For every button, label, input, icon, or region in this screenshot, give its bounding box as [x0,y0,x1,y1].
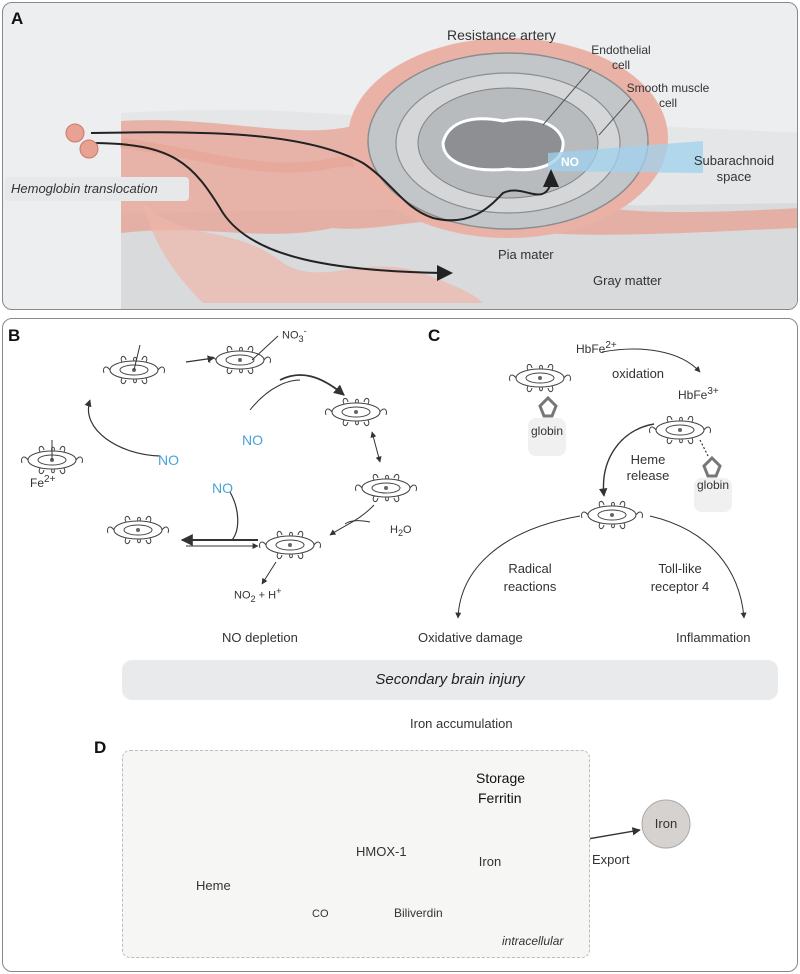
ferritin-label: Ferritin [478,790,522,806]
water-label: H2O [390,524,412,539]
hemoglobin-label-bg [5,177,189,201]
nitrate-label: NO3- [282,326,307,344]
globin-pentagon-2 [702,455,722,478]
intracellular-box [122,750,590,958]
globin-block-1 [528,418,566,456]
globin-label-2: globin [696,478,730,492]
heme-released [580,500,644,530]
no2-label: NO2 + H+ [234,586,282,604]
co-label: CO [312,908,329,920]
intracellular-label: intracellular [502,934,564,948]
fe2-label: Fe2+ [30,474,56,490]
no-label-a: NO [561,155,579,169]
iron-circle-2 [641,799,691,849]
hemoglobin-translocation-label: Hemoglobin translocation [11,181,158,196]
hmox1-label: HMOX-1 [356,844,407,859]
no-label-b1: NO [158,452,179,468]
iron-accumulation-label: Iron accumulation [410,716,513,731]
storage-label: Storage [476,770,526,786]
no-label-b3: NO [212,480,233,496]
heme-hbfe3 [648,415,712,445]
export-label: Export [592,852,630,867]
oxidative-damage-label: Oxidative damage [418,630,523,645]
heme-label-d: Heme [196,878,231,893]
iron-label-2: Iron [654,816,678,831]
heme-hbfe2 [508,363,572,393]
hbfe3-label: HbFe3+ [678,386,719,402]
panel-d-label: D [94,738,107,757]
globin-block-2 [694,478,732,512]
heme-fe2-free [258,530,322,560]
resistance-artery-label: Resistance artery [447,27,556,43]
heme-fe3-no [324,397,388,427]
heme-fe3 [208,345,272,375]
globin-pentagon-1 [538,395,558,418]
globin-label-1: globin [530,424,564,438]
heme-fe2-no [354,473,418,503]
heme-fe2-no-bound [106,515,170,545]
no-label-b2: NO [242,432,263,448]
gray-matter-label: Gray matter [593,273,662,288]
pia-mater-label: Pia mater [498,247,554,262]
biliverdin-label: Biliverdin [394,906,443,920]
no-depletion-label: NO depletion [222,630,298,645]
panel-c-label: C [428,326,441,345]
secondary-brain-injury-bar: Secondary brain injury [122,660,778,700]
inflammation-label: Inflammation [676,630,751,645]
panel-a-label: A [11,9,24,28]
panel-b-label: B [8,326,21,345]
iron-label-1: Iron [478,854,502,869]
secondary-brain-injury-label: Secondary brain injury [375,671,525,688]
artery-illustration [65,38,797,309]
hbfe2-label: HbFe2+ [576,340,617,356]
oxidation-label: oxidation [612,366,665,381]
